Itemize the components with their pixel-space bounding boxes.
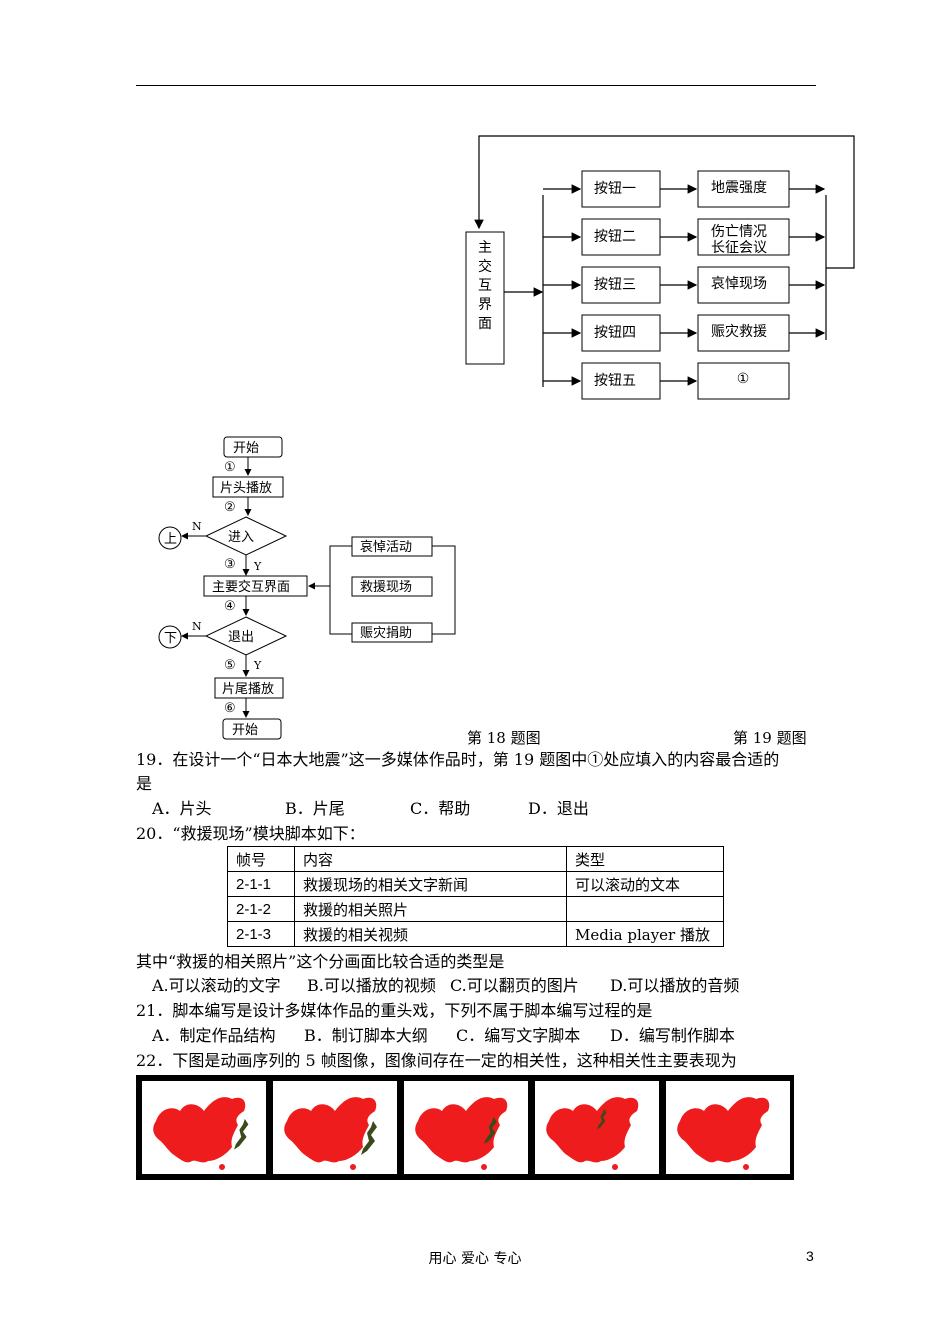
- table-header-cell: 内容: [294, 846, 567, 872]
- svg-text:Y: Y: [253, 659, 262, 672]
- fig19-target-label: 长征会议: [711, 240, 767, 256]
- fig19-button-label: 按钮二: [594, 229, 636, 245]
- japan-islands-image: [234, 1119, 249, 1150]
- svg-text:上: 上: [164, 532, 177, 547]
- q20-option-d[interactable]: D.可以播放的音频: [610, 976, 740, 995]
- q20-text: 20．“救援现场”模块脚本如下：: [136, 824, 365, 843]
- flow-down-connector: [158, 625, 182, 649]
- fig19-main-label: 主交互界面: [478, 240, 492, 332]
- svg-text:①: ①: [224, 460, 236, 475]
- q21-option-d[interactable]: D．编写制作脚本: [610, 1026, 735, 1045]
- q22-text: 22．下图是动画序列的 5 帧图像，图像间存在一定的相关性，这种相关性主要表现为: [136, 1051, 737, 1070]
- svg-text:赈灾捐助: 赈灾捐助: [360, 625, 412, 641]
- animation-frame: [273, 1081, 397, 1174]
- svg-text:哀悼活动: 哀悼活动: [360, 540, 412, 555]
- svg-text:⑥: ⑥: [224, 701, 236, 716]
- flow-enter-label: 进入: [228, 530, 254, 545]
- page-number: 3: [806, 1248, 814, 1264]
- q19-text: 19．在设计一个“日本大地震”这一多媒体作品时，第 19 题图中①处应填入的内容…: [136, 750, 780, 769]
- fig19-button-box: [581, 362, 661, 400]
- fig19-target-label: 地震强度: [711, 180, 767, 196]
- flow-module-3: [351, 622, 433, 643]
- fig19-main-box: [465, 231, 505, 365]
- animation-frame: [535, 1081, 659, 1174]
- japan-islands-image: [361, 1121, 377, 1155]
- fig19-target-label: 伤亡情况: [711, 224, 767, 240]
- fig19-return-line: [474, 135, 855, 269]
- fig19-button-box: [581, 266, 661, 304]
- q20-option-c[interactable]: C.可以翻页的图片: [450, 976, 579, 995]
- svg-text:N: N: [192, 520, 202, 533]
- figure-18-caption: 第 18 题图: [467, 729, 541, 747]
- flow-outro-label: 片尾播放: [222, 682, 274, 697]
- china-map-image: [284, 1097, 377, 1170]
- flow-end-box: [222, 718, 282, 740]
- q20-question: 其中“救援的相关照片”这个分画面比较合适的类型是: [136, 952, 505, 971]
- svg-text:④: ④: [224, 599, 236, 614]
- q19-text-cont: 是: [136, 774, 153, 793]
- fig19-button-label: 按钮一: [594, 181, 636, 197]
- q19-option-a[interactable]: A．片头: [152, 799, 212, 818]
- q19-option-b[interactable]: B．片尾: [285, 799, 345, 818]
- fig19-target-box: [697, 362, 790, 400]
- flow-end-label: 开始: [232, 723, 258, 738]
- fig19-target-label: 赈灾救援: [711, 323, 767, 340]
- animation-frame: [666, 1081, 790, 1174]
- flow-up-connector: [158, 526, 182, 550]
- animation-frames-strip: [136, 1075, 794, 1180]
- svg-text:⑤: ⑤: [224, 658, 236, 673]
- table-header-cell: 类型: [566, 846, 724, 872]
- fig19-target-box: [697, 170, 790, 208]
- fig19-target-box: [697, 314, 790, 352]
- q19-option-c[interactable]: C．帮助: [410, 799, 471, 818]
- japan-islands-image: [597, 1109, 607, 1130]
- flow-module-2: [351, 576, 433, 597]
- q19-option-d[interactable]: D．退出: [528, 799, 589, 818]
- svg-text:下: 下: [164, 631, 177, 646]
- fig19-target-box: [697, 218, 790, 256]
- svg-text:救援现场: 救援现场: [360, 579, 412, 595]
- flow-outro-box: [214, 677, 284, 699]
- china-map-image: [153, 1097, 249, 1170]
- header-rule: [136, 85, 816, 86]
- animation-frame: [142, 1081, 266, 1174]
- flow-intro-label: 片头播放: [220, 481, 272, 496]
- china-map-image: [677, 1097, 770, 1170]
- script-table: 帧号 内容 类型 2-1-1 救援现场的相关文字新闻 可以滚动的文本 2-1-2…: [227, 846, 724, 947]
- svg-text:③: ③: [224, 557, 236, 572]
- flow-start-box: [223, 436, 283, 458]
- fig19-button-label: 按钮四: [594, 325, 636, 341]
- fig19-button-label: 按钮三: [594, 277, 636, 293]
- figure-18-flowchart: 开始 ① 片头播放 ② 进入 N 上 ③ Y 主要交互界面 哀悼活动 救援现场 …: [158, 436, 456, 740]
- fig19-target-label: 哀悼现场: [711, 276, 767, 292]
- china-map-image: [415, 1097, 508, 1170]
- footer-motto: 用心 爱心 专心: [428, 1251, 522, 1267]
- q20-option-b[interactable]: B.可以播放的视频: [307, 976, 436, 995]
- fig19-target-label: ①: [737, 371, 750, 387]
- table-row: 2-1-1 救援现场的相关文字新闻 可以滚动的文本: [227, 871, 724, 897]
- q21-option-a[interactable]: A．制定作品结构: [152, 1026, 276, 1045]
- animation-frame: [404, 1081, 528, 1174]
- figure-19-caption: 第 19 题图: [733, 729, 807, 747]
- flow-exit-label: 退出: [228, 630, 254, 645]
- svg-text:Y: Y: [253, 560, 262, 573]
- svg-text:N: N: [192, 620, 202, 633]
- china-map-image: [546, 1097, 639, 1170]
- table-header-row: 帧号 内容 类型: [227, 846, 724, 872]
- flow-start-label: 开始: [233, 441, 259, 456]
- q21-text: 21．脚本编写是设计多媒体作品的重头戏，下列不属于脚本编写过程的是: [136, 1001, 653, 1020]
- q21-option-b[interactable]: B．制订脚本大纲: [304, 1026, 428, 1045]
- svg-text:主交互界面: 主交互界面: [478, 240, 492, 332]
- table-row: 2-1-3 救援的相关视频 Media player 播放: [227, 921, 724, 947]
- fig19-button-label: 按钮五: [594, 373, 636, 389]
- table-row: 2-1-2 救援的相关照片: [227, 896, 724, 922]
- flow-main-label: 主要交互界面: [212, 579, 290, 595]
- q21-option-c[interactable]: C．编写文字脚本: [456, 1026, 581, 1045]
- q20-option-a[interactable]: A.可以滚动的文字: [152, 976, 281, 995]
- svg-text:②: ②: [224, 500, 236, 515]
- flow-main-box: [203, 575, 308, 597]
- table-header-cell: 帧号: [227, 846, 295, 872]
- japan-islands-image: [484, 1117, 497, 1145]
